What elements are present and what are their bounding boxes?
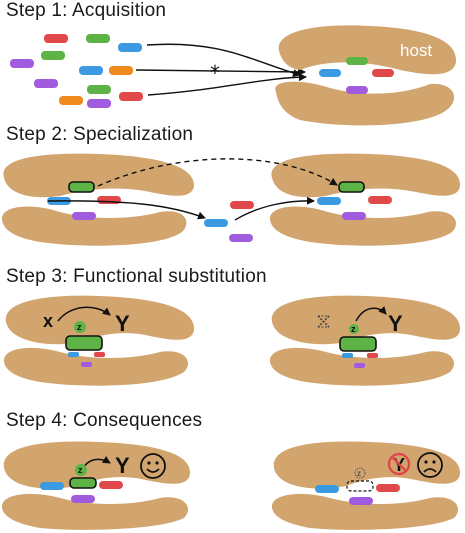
enzyme-z	[349, 324, 359, 334]
step2-host-right	[269, 153, 461, 246]
step4-host-left: Y z	[1, 441, 191, 530]
host-lower-lobe	[3, 347, 189, 386]
step1-host: host	[275, 25, 457, 126]
symbiont-purple	[81, 362, 92, 367]
host-lower-lobe	[275, 81, 455, 126]
symbiont-green-outlined	[68, 181, 95, 193]
symbiont-purple	[349, 497, 373, 505]
symbiont-purple	[342, 212, 366, 220]
symbiont-blue	[40, 482, 64, 490]
symbiont-red	[99, 481, 123, 489]
enzyme-z	[75, 464, 87, 476]
pathway-arrow	[355, 306, 387, 322]
symbiont-red	[230, 201, 254, 209]
acquisition-arrow	[146, 43, 301, 77]
symbiont-blue	[319, 69, 341, 77]
host-lower-lobe	[271, 493, 459, 530]
svg-text:z: z	[357, 469, 361, 478]
selection-star: *	[210, 61, 220, 85]
symbiont-purple	[71, 495, 95, 503]
acquisition-arrow	[135, 67, 306, 76]
compound-y-label: Y	[115, 453, 130, 478]
horizontal-transmission-arrow	[234, 196, 315, 221]
symbiont-blue	[118, 43, 142, 52]
compound-y-label: Y	[388, 311, 403, 336]
smiley-face-icon	[140, 453, 166, 479]
faded-enzyme-z-icon: z	[354, 467, 366, 479]
symbiont-green	[41, 51, 65, 60]
step4-title: Step 4: Consequences	[6, 410, 203, 431]
step4-host-right: z Y	[271, 441, 461, 530]
host-lower-lobe	[269, 206, 457, 246]
symbiont-red	[119, 92, 143, 101]
host-label: host	[400, 41, 432, 60]
host-upper-lobe	[278, 25, 457, 75]
enzyme-z-label: z	[77, 322, 82, 332]
step1-title: Step 1: Acquisition	[6, 0, 167, 21]
symbiont-blue	[342, 353, 353, 358]
symbiont-purple	[87, 99, 111, 108]
symbiont-purple	[72, 212, 96, 220]
host-upper-lobe	[271, 153, 461, 198]
enzyme-z	[74, 321, 86, 333]
missing-symbiont-outline	[346, 480, 374, 492]
step2-host-left	[1, 153, 195, 246]
horizontal-transmission-arrow	[47, 200, 206, 220]
host-lower-lobe	[1, 493, 189, 530]
step3-host-left: x Y z	[3, 295, 195, 386]
pathway-arrow	[57, 306, 111, 322]
symbiont-purple	[229, 234, 253, 242]
symbiont-red	[372, 69, 394, 77]
symbiont-red	[44, 34, 68, 43]
symbiont-purple	[354, 363, 365, 368]
symbiont-green	[86, 34, 110, 43]
compound-x-label: x	[43, 311, 53, 331]
symbiont-red	[94, 352, 105, 357]
symbiont-green-large	[339, 336, 377, 352]
symbiont-blue	[317, 197, 341, 205]
host-upper-lobe	[271, 295, 461, 345]
host-upper-lobe	[3, 153, 195, 198]
symbiont-purple	[346, 86, 368, 94]
symbiont-blue	[315, 485, 339, 493]
symbiont-green-outlined	[338, 181, 365, 193]
symbiont-purple	[10, 59, 34, 68]
step3-title: Step 3: Functional substitution	[6, 266, 267, 287]
host-upper-lobe	[273, 441, 461, 489]
symbiont-blue	[68, 352, 79, 357]
step2-free-symbionts	[204, 201, 254, 242]
symbiont-red	[376, 484, 400, 492]
enzyme-z-label: z	[78, 465, 83, 475]
symbiont-blue	[79, 66, 103, 75]
acquisition-arrow	[147, 73, 307, 96]
symbiont-orange	[109, 66, 133, 75]
enzyme-z-label: z	[351, 324, 356, 334]
symbiont-purple	[34, 79, 58, 88]
prohibition-icon: Y	[387, 452, 411, 476]
step1-free-symbionts	[10, 34, 143, 108]
step2-title: Step 2: Specialization	[6, 124, 194, 145]
symbiont-green	[346, 57, 368, 65]
symbiont-orange	[59, 96, 83, 105]
host-lower-lobe	[1, 206, 187, 246]
symbiont-green	[87, 85, 111, 94]
sad-face-icon	[417, 452, 443, 478]
vertical-transmission-arrow	[97, 158, 338, 187]
symbiont-blue	[204, 219, 228, 227]
host-upper-lobe	[3, 441, 191, 489]
step3-host-right: Y z	[269, 295, 461, 386]
crossed-out-x-icon	[317, 315, 330, 328]
symbiont-green-outlined	[69, 477, 97, 489]
host-upper-lobe	[5, 295, 195, 345]
symbiont-red	[368, 196, 392, 204]
compound-y-label: Y	[115, 311, 130, 336]
symbiont-green-large	[65, 335, 103, 351]
symbiont-red	[367, 353, 378, 358]
